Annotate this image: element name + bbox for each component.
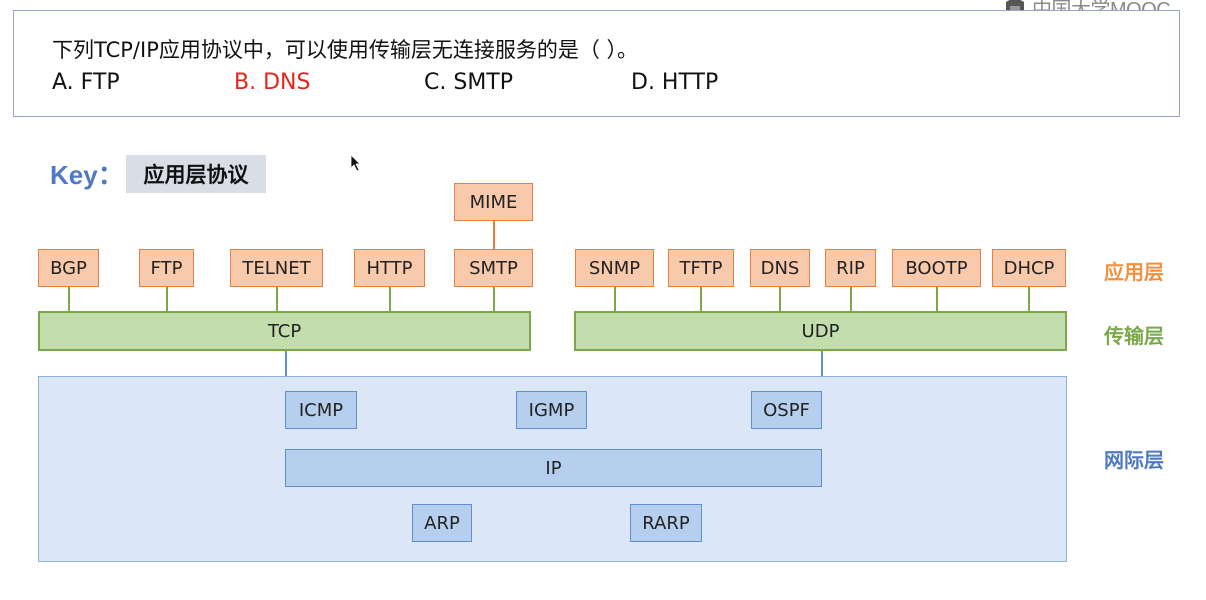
protocol-bgp: BGP [38,249,99,287]
layer-label-application: 应用层 [1104,260,1164,284]
protocol-tcp: TCP [38,311,531,351]
protocol-http: HTTP [354,249,425,287]
protocol-rip: RIP [825,249,876,287]
protocol-rarp: RARP [630,504,702,542]
connector-bgp [68,287,70,311]
protocol-mime: MIME [454,183,533,221]
protocol-igmp: IGMP [516,391,587,429]
connector-telnet [276,287,278,311]
mime-smtp-connector [493,221,495,249]
option-a[interactable]: A. FTP [52,70,120,95]
protocol-dhcp: DHCP [992,249,1066,287]
udp-ip-connector [821,351,823,376]
protocol-icmp: ICMP [285,391,357,429]
question-text: 下列TCP/IP应用协议中，可以使用传输层无连接服务的是（ ）。 [52,38,639,62]
protocol-telnet: TELNET [230,249,323,287]
key-value: 应用层协议 [126,155,266,193]
connector-tftp [700,287,702,311]
connector-http [389,287,391,311]
option-b[interactable]: B. DNS [234,70,311,95]
connector-dhcp [1028,287,1030,311]
protocol-smtp: SMTP [454,249,533,287]
protocol-snmp: SNMP [575,249,654,287]
protocol-bootp: BOOTP [892,249,981,287]
connector-snmp [614,287,616,311]
protocol-udp: UDP [574,311,1067,351]
connector-dns [779,287,781,311]
protocol-dns: DNS [750,249,810,287]
protocol-tftp: TFTP [668,249,734,287]
layer-label-transport: 传输层 [1104,324,1164,348]
key-label: Key： [50,160,124,190]
connector-ftp [166,287,168,311]
connector-bootp [936,287,938,311]
option-c[interactable]: C. SMTP [424,70,513,95]
protocol-ip: IP [285,449,822,487]
question-box: 下列TCP/IP应用协议中，可以使用传输层无连接服务的是（ ）。 A. FTP … [13,10,1180,117]
tcp-ip-connector [285,351,287,376]
protocol-arp: ARP [412,504,472,542]
connector-smtp [493,287,495,311]
mouse-cursor-icon [350,154,361,172]
option-d[interactable]: D. HTTP [631,70,719,95]
connector-rip [850,287,852,311]
protocol-ospf: OSPF [751,391,822,429]
layer-label-network: 网际层 [1104,448,1164,472]
protocol-ftp: FTP [139,249,194,287]
